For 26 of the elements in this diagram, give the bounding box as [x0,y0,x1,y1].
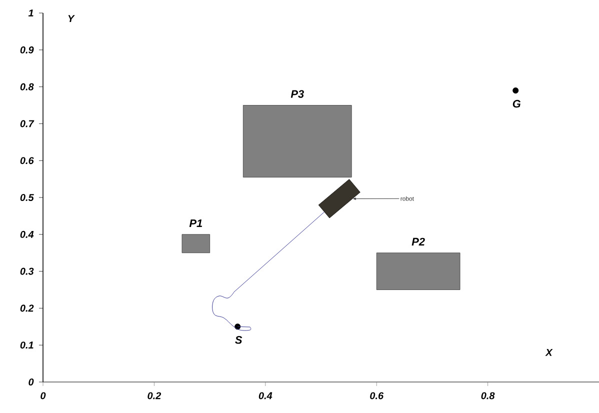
tick-label: 0.5 [20,194,34,202]
point-label: G [512,100,521,108]
point-label: S [235,336,242,344]
tick-label: 1 [28,10,34,16]
tick-label: 0.8 [20,83,34,90]
tick-label: 0.7 [20,120,34,128]
tick-label: 0 [40,392,46,400]
obstacle-label: P2 [412,238,425,246]
axis-label: Y [68,15,75,22]
tick-label: 0.9 [20,46,34,54]
obstacle-label: P3 [290,90,304,98]
tick-label: 0.1 [20,342,34,349]
tick-label: 0.2 [148,392,162,400]
robot-block [318,179,360,218]
tick-label: 0.2 [20,304,34,312]
tick-label: 0 [28,378,34,386]
leader-arrow [353,198,400,200]
trajectory-drawing [212,212,324,331]
tick-label: 0.6 [20,157,34,164]
tick-label: 0.8 [481,392,495,400]
obstacle-label: P1 [189,219,202,227]
tick-label: 0.4 [20,230,34,238]
axis-label: X [545,349,553,356]
tick-label: 0.6 [370,392,384,400]
tick-label: 0.3 [20,268,34,275]
tick-label: 0.4 [258,392,272,400]
